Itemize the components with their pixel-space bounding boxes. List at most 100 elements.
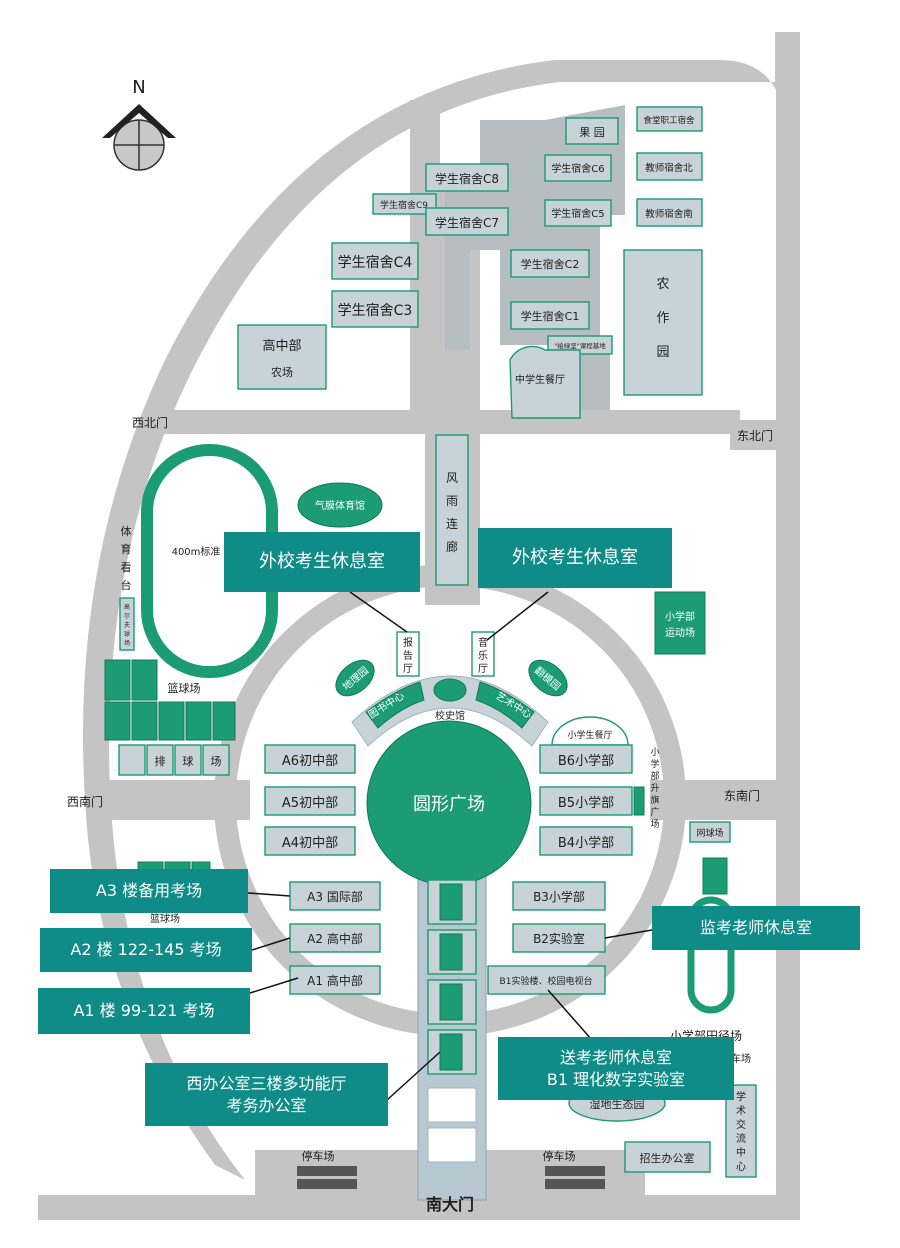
admission-office <box>624 1141 711 1173</box>
svg-text:心: 心 <box>736 1161 746 1173</box>
svg-text:园: 园 <box>656 345 669 360</box>
svg-text:夫: 夫 <box>124 621 130 629</box>
svg-text:网球场: 网球场 <box>696 827 723 839</box>
crop-garden <box>623 249 703 396</box>
svg-text:学: 学 <box>650 758 659 770</box>
building-b1 <box>487 965 606 995</box>
callout-a1: A1 楼 99-121 考场 <box>38 988 250 1034</box>
gate-southwest: 西南门 <box>67 794 103 809</box>
svg-text:连: 连 <box>446 516 458 531</box>
svg-text:果 园: 果 园 <box>579 126 605 139</box>
svg-text:小: 小 <box>650 747 659 758</box>
svg-text:台: 台 <box>121 578 132 592</box>
golf-strip <box>119 597 135 651</box>
callout-escort: 送考老师休息室 B1 理化数字实验室 <box>498 1037 734 1100</box>
svg-text:流: 流 <box>736 1132 746 1145</box>
callout-rest-right: 外校考生休息室 <box>478 528 672 588</box>
arts-center <box>475 681 535 729</box>
basketball-courts <box>104 659 236 741</box>
north-area: 果 园 食堂职工宿舍 学生宿舍C8 学生宿舍C9 学生宿舍C7 学生宿舍C6 学… <box>237 105 703 419</box>
callout-a2: A2 楼 122-145 考场 <box>40 928 252 972</box>
ps-track <box>687 896 735 1014</box>
callout-rest-left: 外校考生休息室 <box>224 532 420 592</box>
svg-text:告: 告 <box>403 649 413 662</box>
dorm-c1 <box>510 301 590 330</box>
svg-text:场: 场 <box>211 754 222 768</box>
svg-text:育: 育 <box>121 542 132 556</box>
svg-text:学生宿舍C1: 学生宿舍C1 <box>521 309 580 323</box>
svg-text:"绘绿坚"课程基地: "绘绿坚"课程基地 <box>554 341 606 350</box>
svg-text:厅: 厅 <box>403 664 413 675</box>
dorm-c7 <box>425 207 509 236</box>
svg-text:尔: 尔 <box>124 612 130 620</box>
svg-text:交: 交 <box>736 1118 746 1131</box>
building-a4 <box>264 826 356 856</box>
svg-text:B3小学部: B3小学部 <box>533 889 585 904</box>
gate-northeast: 东北门 <box>737 428 773 443</box>
svg-text:学生宿舍C3: 学生宿舍C3 <box>338 302 413 319</box>
ps-canteen <box>551 716 629 746</box>
rain-corridor: 风 雨 连 廊 <box>446 471 458 554</box>
building-a6 <box>264 744 356 774</box>
svg-text:球: 球 <box>124 630 130 638</box>
tennis-green <box>702 857 728 895</box>
compass-label: N <box>132 77 145 98</box>
dorm-c6 <box>544 154 612 182</box>
svg-text:教师宿舍北: 教师宿舍北 <box>645 162 693 174</box>
svg-text:B6小学部: B6小学部 <box>558 753 614 769</box>
building-b4 <box>539 826 633 856</box>
svg-text:看: 看 <box>121 560 132 574</box>
svg-text:校史馆: 校史馆 <box>435 709 465 722</box>
report-hall <box>396 631 420 677</box>
svg-text:学生宿舍C6: 学生宿舍C6 <box>551 162 604 175</box>
svg-text:篮球场: 篮球场 <box>168 681 201 695</box>
svg-text:停车场: 停车场 <box>543 1149 576 1163</box>
flag-plaza <box>633 786 645 816</box>
flag-plaza-label: 小 学 部 升 旗 广 场 <box>650 747 659 830</box>
compass: N <box>102 77 176 171</box>
svg-text:B5小学部: B5小学部 <box>558 795 614 811</box>
svg-text:球: 球 <box>183 754 194 768</box>
west-buildings: A6初中部 A5初中部 A4初中部 A3 国际部 A2 高中部 A1 高中部 <box>264 744 381 995</box>
svg-text:B2实验室: B2实验室 <box>533 931 585 946</box>
air-gym <box>297 482 383 528</box>
building-a2 <box>289 923 381 953</box>
svg-text:风: 风 <box>446 471 458 485</box>
callout-west-office: 西办公室三楼多功能厅 考务办公室 <box>145 1063 388 1126</box>
building-a3 <box>289 881 381 911</box>
svg-text:厅: 厅 <box>478 664 488 675</box>
hs-farm <box>237 324 327 390</box>
callout-a3: A3 楼备用考场 <box>50 869 248 913</box>
dorm-c8 <box>425 163 509 192</box>
svg-text:学生宿舍C8: 学生宿舍C8 <box>435 171 499 186</box>
parking: 停车场 停车场 <box>297 1149 605 1189</box>
ms-canteen <box>509 345 581 419</box>
west-road <box>100 780 250 820</box>
svg-text:学生宿舍C5: 学生宿舍C5 <box>551 207 604 220</box>
teacher-dorm-south <box>636 198 703 227</box>
svg-text:B1实验楼、校园电视台: B1实验楼、校园电视台 <box>500 975 593 987</box>
gate-east: 东南门 <box>724 788 760 803</box>
dorm-c3 <box>331 290 419 328</box>
svg-text:B4小学部: B4小学部 <box>558 835 614 851</box>
svg-text:学生宿舍C7: 学生宿舍C7 <box>435 215 499 230</box>
svg-text:音: 音 <box>478 636 488 649</box>
dorm-c2 <box>510 249 590 278</box>
svg-text:术: 术 <box>736 1105 746 1117</box>
svg-text:部: 部 <box>650 770 659 782</box>
svg-text:湿地生态园: 湿地生态园 <box>590 1097 645 1111</box>
svg-text:小学生餐厅: 小学生餐厅 <box>567 729 612 741</box>
dorm-c5 <box>544 199 612 227</box>
svg-text:农场: 农场 <box>271 365 293 379</box>
svg-text:招生办公室: 招生办公室 <box>640 1151 695 1165</box>
svg-text:学生宿舍C2: 学生宿舍C2 <box>521 257 580 271</box>
svg-text:广: 广 <box>650 806 659 818</box>
dorm-c4 <box>331 242 419 280</box>
svg-text:A4初中部: A4初中部 <box>282 836 338 851</box>
staff-dorm <box>636 106 703 132</box>
svg-text:乐: 乐 <box>478 650 488 662</box>
svg-text:中学生餐厅: 中学生餐厅 <box>515 373 565 386</box>
gate-northwest: 西北门 <box>132 415 168 430</box>
svg-text:体: 体 <box>121 524 132 538</box>
ps-sports-field <box>654 591 706 655</box>
